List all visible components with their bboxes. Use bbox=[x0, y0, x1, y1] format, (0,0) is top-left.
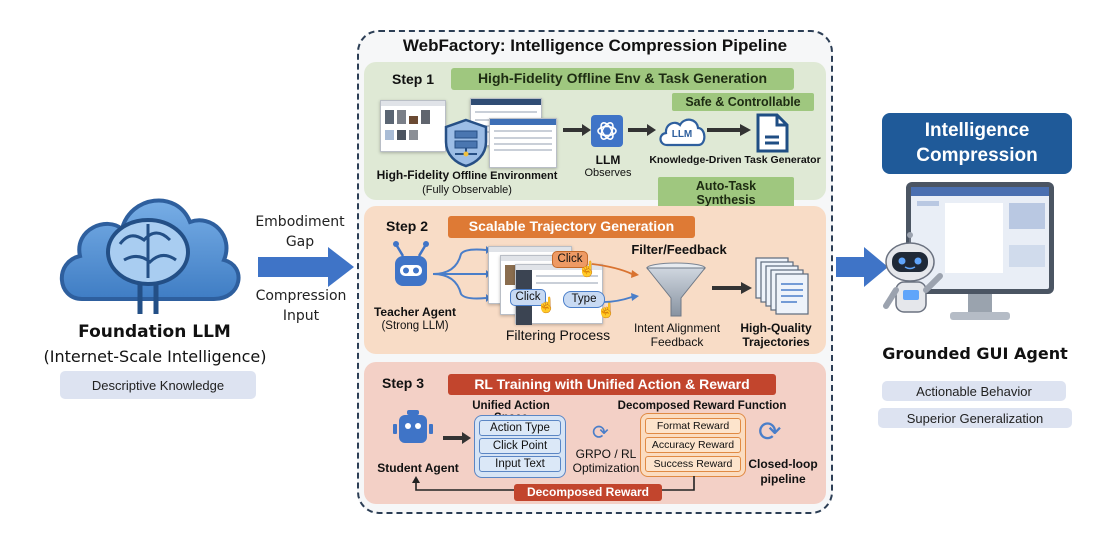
monitor-stand bbox=[968, 294, 992, 314]
pipeline-label: pipeline bbox=[760, 472, 806, 486]
type-action-chip: Type bbox=[563, 291, 605, 308]
embodiment-gap-label: Embodiment Gap bbox=[250, 212, 350, 252]
superior-generalization-tag: Superior Generalization bbox=[878, 408, 1072, 428]
click-action-chip-1: Click bbox=[552, 251, 588, 268]
embodiment-label: Embodiment bbox=[255, 214, 345, 230]
output-arrow bbox=[836, 247, 888, 287]
compression-input-arrow bbox=[258, 247, 354, 287]
intelligence-compression-header: Intelligence Compression bbox=[882, 113, 1072, 174]
cloud-brain-icon bbox=[59, 198, 241, 314]
optimization-cycle-icon: ⟳ bbox=[592, 422, 609, 444]
actionable-behavior-tag: Actionable Behavior bbox=[882, 381, 1066, 401]
environment-sublabel: (Fully Observable) bbox=[422, 184, 512, 196]
student-agent-label: Student Agent bbox=[377, 461, 459, 475]
funnel-icon bbox=[645, 262, 707, 317]
feedback-label: Feedback bbox=[650, 335, 704, 349]
reward-item-format: Format Reward bbox=[645, 418, 741, 434]
reward-item-accuracy: Accuracy Reward bbox=[645, 437, 741, 453]
env-label-bold: High-Fidelity bbox=[376, 168, 450, 182]
descriptive-knowledge-tag: Descriptive Knowledge bbox=[60, 371, 256, 399]
to-filter-arrows bbox=[592, 263, 639, 303]
arrow-filter-to-trajectories bbox=[712, 282, 752, 294]
reward-item-success: Success Reward bbox=[645, 456, 741, 472]
robot-agent-icon bbox=[883, 232, 943, 313]
teacher-agent-label: Teacher Agent bbox=[373, 305, 457, 319]
decomposed-reward-banner: Decomposed Reward bbox=[514, 484, 662, 501]
high-quality-label: High-Quality bbox=[740, 321, 812, 335]
header-line2: Compression bbox=[916, 145, 1038, 166]
shield-server-icon bbox=[444, 118, 488, 168]
env-label-rest: Offline Environment bbox=[449, 170, 558, 182]
compression-input-label: Compression Input bbox=[248, 286, 354, 326]
pointer-hand-icon-3: ☝ bbox=[597, 302, 616, 319]
step3-banner: RL Training with Unified Action & Reward bbox=[448, 374, 776, 395]
trajectory-stack-icon bbox=[755, 257, 809, 315]
teacher-robot-icon bbox=[393, 241, 429, 286]
action-item-type: Action Type bbox=[479, 420, 561, 436]
closed-loop-label: Closed-loop bbox=[748, 457, 818, 471]
step2-banner: Scalable Trajectory Generation bbox=[448, 216, 695, 238]
student-robot-icon bbox=[393, 410, 433, 443]
compression-label: Compression bbox=[255, 288, 347, 304]
llm-sublabel: Observes bbox=[584, 167, 632, 179]
monitor-base bbox=[950, 312, 1010, 320]
unified-action-space: Action Type Click Point Input Text bbox=[474, 415, 566, 478]
optimization-label: Optimization bbox=[572, 461, 640, 475]
teacher-fanout-arrows bbox=[432, 246, 491, 302]
task-document-icon bbox=[756, 113, 789, 153]
gui-agent-illustration bbox=[880, 182, 1055, 332]
environment-screen-form bbox=[489, 118, 557, 168]
action-item-input-text: Input Text bbox=[479, 456, 561, 472]
step1-banner: High-Fidelity Offline Env & Task Generat… bbox=[451, 68, 794, 90]
step2-label: Step 2 bbox=[386, 218, 429, 234]
decomposed-reward-function: Format Reward Accuracy Reward Success Re… bbox=[640, 413, 746, 477]
step3-label: Step 3 bbox=[382, 375, 425, 391]
auto-task-synthesis-tag: Auto-Task Synthesis bbox=[658, 177, 794, 209]
gap-label: Gap bbox=[285, 234, 315, 250]
pipeline-title: WebFactory: Intelligence Compression Pip… bbox=[402, 36, 788, 55]
teacher-agent-sublabel: (Strong LLM) bbox=[381, 320, 449, 332]
arrow-cloud-to-generator bbox=[707, 124, 751, 136]
input-label: Input bbox=[282, 308, 320, 324]
grpo-label: GRPO / RL bbox=[575, 447, 637, 461]
llm-cloud-icon: LLM bbox=[657, 116, 707, 148]
foundation-llm-subtitle: (Internet-Scale Intelligence) bbox=[43, 347, 267, 366]
arrow-student-to-actions bbox=[443, 432, 471, 444]
action-item-click-point: Click Point bbox=[479, 438, 561, 454]
monitor-icon bbox=[906, 182, 1054, 294]
intent-alignment-label: Intent Alignment bbox=[633, 321, 721, 335]
llm-label: LLM bbox=[595, 153, 621, 167]
step1-label: Step 1 bbox=[392, 71, 435, 87]
trajectories-label: Trajectories bbox=[742, 335, 810, 349]
environment-label: High-Fidelity Offline Environment bbox=[372, 168, 562, 182]
pointer-hand-icon-2: ☝ bbox=[537, 297, 556, 314]
filter-feedback-title: Filter/Feedback bbox=[631, 242, 727, 257]
header-line1: Intelligence bbox=[924, 120, 1030, 141]
environment-screen-shop bbox=[380, 100, 446, 152]
foundation-llm-title: Foundation LLM bbox=[78, 322, 231, 342]
grounded-gui-agent-title: Grounded GUI Agent bbox=[882, 344, 1068, 363]
task-generator-label: Knowledge-Driven Task Generator bbox=[649, 154, 821, 166]
pointer-hand-icon-1: ☝ bbox=[578, 261, 597, 278]
cloud-llm-text: LLM bbox=[671, 129, 693, 140]
click-action-chip-2: Click bbox=[510, 289, 546, 306]
filtering-process-label: Filtering Process bbox=[505, 327, 611, 343]
foundation-llm-icon bbox=[52, 174, 242, 316]
arrow-env-to-llm bbox=[563, 124, 591, 136]
arrow-llm-to-cloud bbox=[628, 124, 656, 136]
safe-controllable-tag: Safe & Controllable bbox=[672, 93, 814, 111]
reward-function-title: Decomposed Reward Function bbox=[617, 400, 787, 412]
closed-loop-cycle-icon: ⟳ bbox=[758, 416, 782, 447]
llm-observer-icon bbox=[591, 115, 623, 147]
